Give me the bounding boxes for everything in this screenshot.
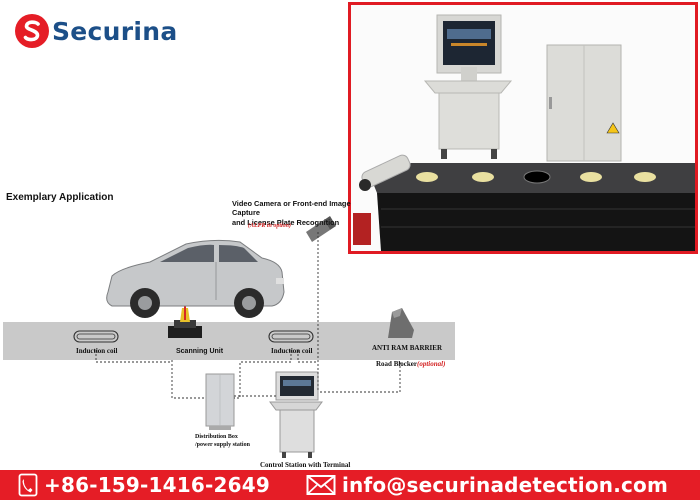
camera-label-line1: Video Camera or Front-end Image Capture [232, 199, 351, 218]
photo-power-cabinet [546, 44, 622, 162]
distribution-box-icon [205, 373, 235, 430]
road-blocker-option: (optional) [417, 360, 446, 368]
road [3, 322, 455, 360]
securina-logo-icon [15, 14, 49, 48]
video-camera-icon [306, 216, 336, 242]
induction-coil-right-label: Induction coil [271, 347, 313, 355]
anti-ram-barrier-label: ANTI RAM BARRIER [372, 344, 443, 352]
road-blocker-icon [388, 308, 414, 338]
envelope-icon [306, 475, 336, 495]
email-contact[interactable]: info@securinadetection.com [306, 472, 668, 498]
induction-coil-left-label: Induction coil [76, 347, 118, 355]
road-blocker-label: Road Blocker(optional) [376, 360, 445, 368]
car-icon [106, 239, 285, 318]
camera-option-label: (ALPR in option) [248, 223, 292, 229]
contact-bar: +86-159-1416-2649 info@securinadetection… [0, 470, 700, 500]
control-station-label: Control Station with Terminal [260, 461, 351, 469]
road-blocker-text: Road Blocker [376, 360, 418, 368]
induction-coil-left-icon [73, 330, 119, 343]
scanning-unit-icon [168, 296, 202, 338]
photo-control-station [423, 14, 513, 159]
product-photo [348, 2, 698, 254]
brand-name: Securina [52, 16, 178, 46]
distribution-box-line1: Distribution Box [195, 434, 238, 440]
diagram-heading: Exemplary Application [6, 192, 114, 203]
photo-scanner [353, 163, 695, 251]
email-address: info@securinadetection.com [342, 473, 669, 497]
brand-logo: Securina [14, 12, 178, 50]
phone-icon [18, 473, 38, 497]
phone-number: +86-159-1416-2649 [44, 473, 270, 497]
product-illustration [351, 5, 695, 251]
camera-label-line2: and License Plate Recognition [232, 217, 340, 227]
scanning-unit-label: Scanning Unit [176, 348, 224, 355]
photo-camera [359, 154, 411, 191]
control-station-icon [269, 371, 323, 458]
distribution-box-line2: /power supply station [195, 441, 250, 448]
camera-label: Video Camera or Front-end Image Capture … [232, 199, 352, 227]
wiring [95, 232, 401, 399]
phone-contact[interactable]: +86-159-1416-2649 [18, 472, 270, 498]
induction-coil-right-icon [268, 330, 314, 343]
distribution-box-label: Distribution Box /power supply station [195, 434, 250, 449]
